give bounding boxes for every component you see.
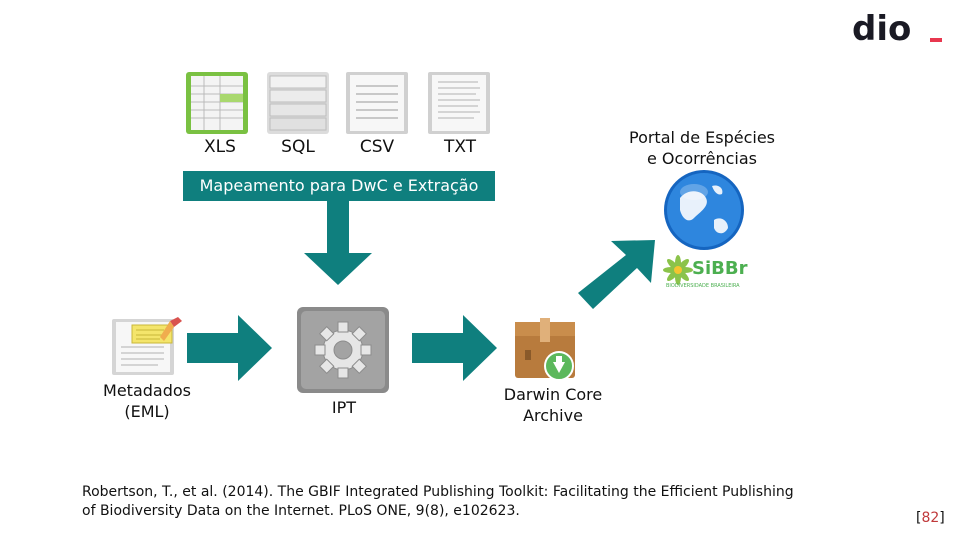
- mapping-banner: Mapeamento para DwC e Extração: [183, 171, 495, 201]
- source-label-sql: SQL: [281, 137, 315, 157]
- archive-box-icon: [515, 318, 575, 381]
- svg-text:dio: dio: [852, 9, 911, 49]
- page-number: [82]: [916, 510, 945, 526]
- sibbr-flower-icon: [663, 255, 693, 285]
- citation: Robertson, T., et al. (2014). The GBIF I…: [82, 483, 882, 521]
- ipt-label: IPT: [331, 398, 357, 417]
- globe-icon: [664, 170, 744, 250]
- text-file-icon: [428, 72, 490, 134]
- dwca-label-line1: Darwin Core: [503, 385, 603, 404]
- metadata-document-icon: [112, 317, 182, 375]
- database-icon: [267, 72, 329, 134]
- logo-accent: [930, 38, 942, 42]
- gear-icon: [297, 307, 389, 393]
- portal-label-line2: e Ocorrências: [647, 149, 757, 168]
- source-label-txt: TXT: [443, 137, 477, 157]
- portal-label: Portal de Espécies e Ocorrências: [612, 127, 792, 169]
- spreadsheet-icon: [186, 72, 248, 134]
- metadata-label-line2: (EML): [124, 402, 170, 421]
- citation-line1: Robertson, T., et al. (2014). The GBIF I…: [82, 484, 794, 500]
- source-label-csv: CSV: [359, 137, 395, 157]
- metadata-label: Metadados (EML): [92, 380, 202, 422]
- dwca-label: Darwin Core Archive: [488, 384, 618, 426]
- source-label-xls: XLS: [204, 137, 236, 157]
- metadata-label-line1: Metadados: [103, 381, 191, 400]
- document-icon: [346, 72, 408, 134]
- sibbr-logo: SiBBr BIODIVERSIDADE BRASILEIRA: [663, 255, 754, 291]
- sibbr-subtitle: BIODIVERSIDADE BRASILEIRA: [666, 283, 740, 289]
- dio-logo: dio: [852, 9, 942, 49]
- dwca-label-line2: Archive: [523, 406, 583, 425]
- sibbr-wordmark: SiBBr: [692, 258, 748, 279]
- citation-line2: of Biodiversity Data on the Internet. PL…: [82, 503, 520, 519]
- page-number-value: 82: [921, 510, 940, 526]
- portal-label-line1: Portal de Espécies: [628, 128, 775, 147]
